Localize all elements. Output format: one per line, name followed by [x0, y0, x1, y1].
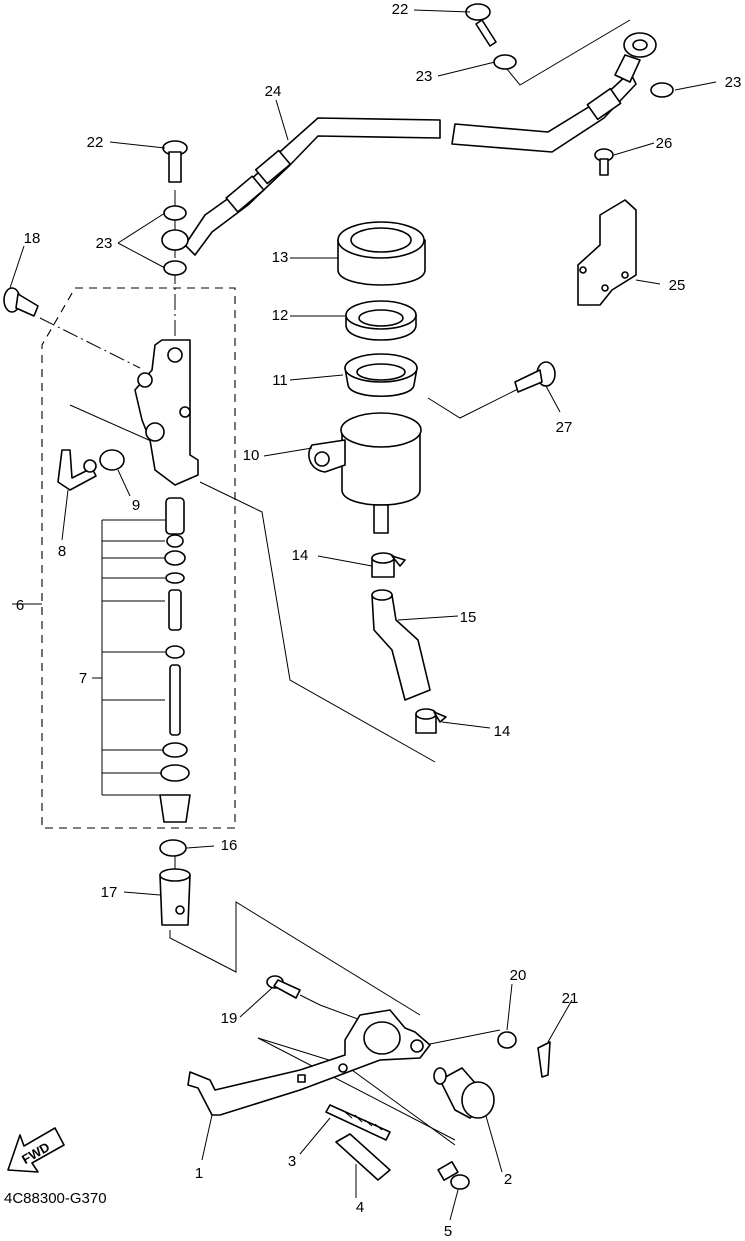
spring-3 [325, 1104, 391, 1141]
callout-4: 4 [356, 1199, 364, 1216]
bolt-22-left [162, 140, 188, 183]
washer-23-b [650, 82, 674, 98]
washer-20 [497, 1031, 517, 1049]
callout-17: 17 [101, 884, 118, 901]
callout-25: 25 [669, 277, 686, 294]
callout-26: 26 [656, 135, 673, 152]
callout-14-lower: 14 [494, 723, 511, 740]
washer-23-d [163, 260, 187, 276]
bolt-5 [437, 1161, 470, 1190]
bolt-27 [514, 361, 556, 393]
callout-19: 19 [221, 1010, 238, 1027]
fwd-arrow-icon: FWD [7, 1127, 65, 1173]
callout-3: 3 [288, 1153, 296, 1170]
callout-18: 18 [24, 230, 41, 247]
washer-23-c [163, 205, 187, 221]
callout-1: 1 [195, 1165, 203, 1182]
nut-16 [159, 839, 187, 857]
clamp-14-upper [371, 552, 406, 578]
diagram-code: 4C88300-G370 [4, 1190, 107, 1207]
callout-16: 16 [221, 837, 238, 854]
bracket-25 [577, 199, 637, 306]
master-cylinder-body [134, 339, 199, 486]
callout-22-left: 22 [87, 134, 104, 151]
callout-13: 13 [272, 249, 289, 266]
callout-5: 5 [444, 1223, 452, 1236]
callout-numbers: 1 2 3 4 5 6 7 8 9 10 11 12 13 14 14 15 1… [16, 1, 742, 1240]
center-lines [39, 19, 631, 1146]
plate-12 [345, 300, 417, 341]
clevis-17 [159, 868, 191, 926]
callout-leaders [9, 9, 717, 1221]
callout-10: 10 [243, 447, 260, 464]
bolt-26 [594, 148, 614, 176]
cotter-pin-21 [537, 1041, 551, 1078]
brake-hose [161, 32, 657, 256]
bleed-screw-8 [57, 449, 97, 491]
pin-19 [266, 975, 301, 999]
callout-6: 6 [16, 597, 24, 614]
callout-21: 21 [562, 990, 579, 1007]
hose-15 [371, 589, 431, 701]
callout-7: 7 [79, 670, 87, 687]
bolt-22-upper [465, 3, 497, 47]
washer-23-a [493, 54, 517, 70]
callout-22-upper: 22 [392, 1, 409, 18]
sleeve-4 [335, 1133, 391, 1181]
callout-8: 8 [58, 543, 66, 560]
callout-2: 2 [504, 1171, 512, 1188]
assembly-outline [41, 287, 236, 829]
callout-20: 20 [510, 967, 527, 984]
callout-12: 12 [272, 307, 289, 324]
union-9 [83, 449, 125, 473]
callout-23-left: 23 [96, 235, 113, 252]
callout-9: 9 [132, 497, 140, 514]
kit-7 [101, 497, 191, 823]
bolt-18 [3, 287, 39, 317]
cap-13 [337, 221, 426, 286]
boss-2 [433, 1067, 495, 1119]
callout-23-right: 23 [725, 74, 742, 91]
callout-24: 24 [265, 83, 282, 100]
callout-15: 15 [460, 609, 477, 626]
callout-27: 27 [556, 419, 573, 436]
callout-23-upper: 23 [416, 68, 433, 85]
clamp-14-lower [415, 708, 447, 734]
diaphragm-11 [344, 353, 418, 398]
reservoir-10 [308, 412, 422, 534]
callout-11: 11 [272, 372, 288, 389]
callout-14-upper: 14 [292, 547, 309, 564]
